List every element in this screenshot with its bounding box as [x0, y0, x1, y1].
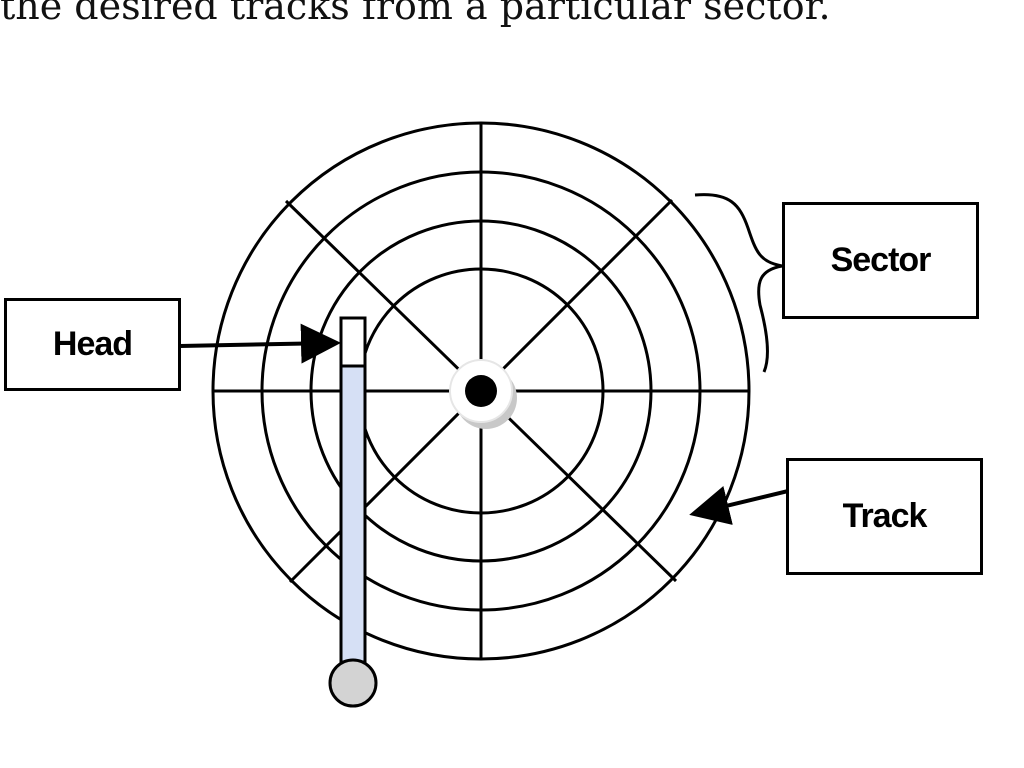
sector-label: Sector — [782, 202, 979, 319]
head-label: Head — [4, 298, 181, 391]
head-arm — [328, 316, 378, 708]
spindle-icon — [449, 359, 517, 429]
arm-pivot — [328, 658, 378, 708]
head-arrow — [179, 323, 341, 364]
sector-brace — [694, 193, 783, 373]
arm-shaft — [339, 364, 367, 664]
caption-text: the desired tracks from a particular sec… — [0, 0, 831, 28]
track-label: Track — [786, 458, 983, 575]
read-write-head — [339, 316, 367, 368]
spindle-center — [465, 375, 497, 407]
